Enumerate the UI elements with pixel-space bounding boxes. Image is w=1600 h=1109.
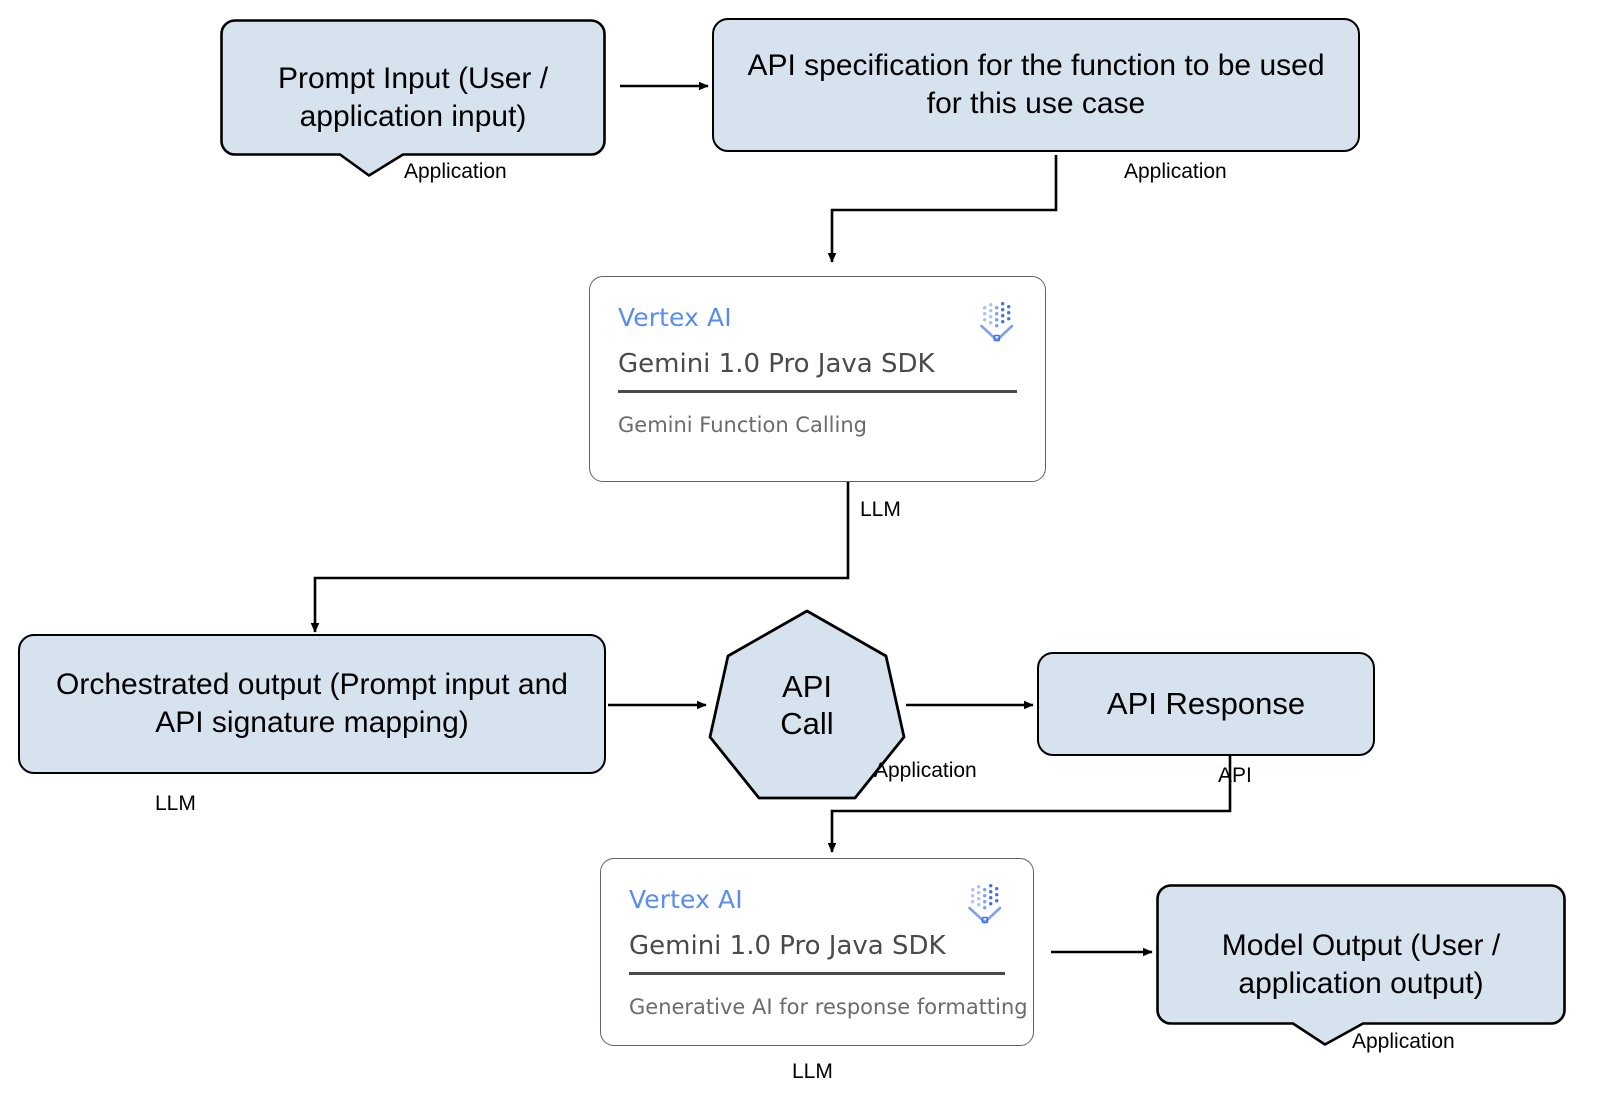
edge-label-vertex-top-owner: LLM: [860, 498, 901, 521]
node-orchestrated-output[interactable]: Orchestrated output (Prompt input and AP…: [18, 634, 606, 774]
node-model-output[interactable]: Model Output (User / application output): [1155, 883, 1567, 1047]
node-api-call-line2: Call: [780, 706, 834, 741]
node-api-response[interactable]: API Response: [1037, 652, 1375, 756]
node-prompt-input-label: Prompt Input (User / application input): [277, 61, 549, 133]
card-vertex-ai-top-description: Gemini Function Calling: [618, 413, 867, 438]
card-vertex-ai-bottom[interactable]: Vertex AI: [600, 858, 1034, 1046]
card-vertex-ai-top-divider: [618, 390, 1017, 394]
card-vertex-ai-bottom-description: Generative AI for response formatting: [629, 995, 1028, 1020]
node-prompt-input[interactable]: Prompt Input (User / application input): [219, 18, 607, 178]
card-vertex-ai-top-header: Vertex AI: [618, 302, 1017, 343]
card-vertex-ai-top[interactable]: Vertex AI: [589, 276, 1046, 482]
card-vertex-ai-top-brand: Vertex AI: [618, 303, 732, 332]
node-api-spec-label: API specification for the function to be…: [747, 48, 1325, 120]
edge-label-api-response-owner: API: [1218, 764, 1252, 787]
card-vertex-ai-bottom-divider: [629, 972, 1005, 976]
node-orchestrated-output-label: Orchestrated output (Prompt input and AP…: [56, 667, 568, 739]
callout-shape: [220, 19, 606, 177]
edge-label-model-output-owner: Application: [1352, 1030, 1455, 1053]
node-api-call-line1: API: [782, 669, 832, 705]
card-vertex-ai-bottom-sdk: Gemini 1.0 Pro Java SDK: [629, 931, 946, 961]
callout-shape: [1156, 884, 1566, 1046]
heptagon-shape: [708, 609, 906, 800]
node-api-response-label: API Response: [1106, 686, 1306, 722]
edge-label-vertex-bottom-owner: LLM: [792, 1060, 833, 1083]
edge-apispec-to-vertex-top: [827, 155, 1058, 263]
edge-label-prompt-input-owner: Application: [404, 160, 507, 183]
card-vertex-ai-bottom-header: Vertex AI: [629, 884, 1005, 925]
node-api-spec[interactable]: API specification for the function to be…: [712, 18, 1360, 152]
vertex-ai-logo-icon: [980, 302, 1014, 342]
edge-label-orchestrated-output-owner: LLM: [155, 792, 196, 815]
card-vertex-ai-bottom-brand: Vertex AI: [629, 885, 743, 914]
edge-label-api-call-owner: Application: [874, 759, 977, 782]
edge-label-api-spec-owner: Application: [1124, 160, 1227, 183]
vertex-ai-logo-icon: [968, 884, 1002, 924]
node-model-output-label: Model Output (User / application output): [1221, 928, 1501, 1000]
card-vertex-ai-top-sdk: Gemini 1.0 Pro Java SDK: [618, 349, 935, 379]
